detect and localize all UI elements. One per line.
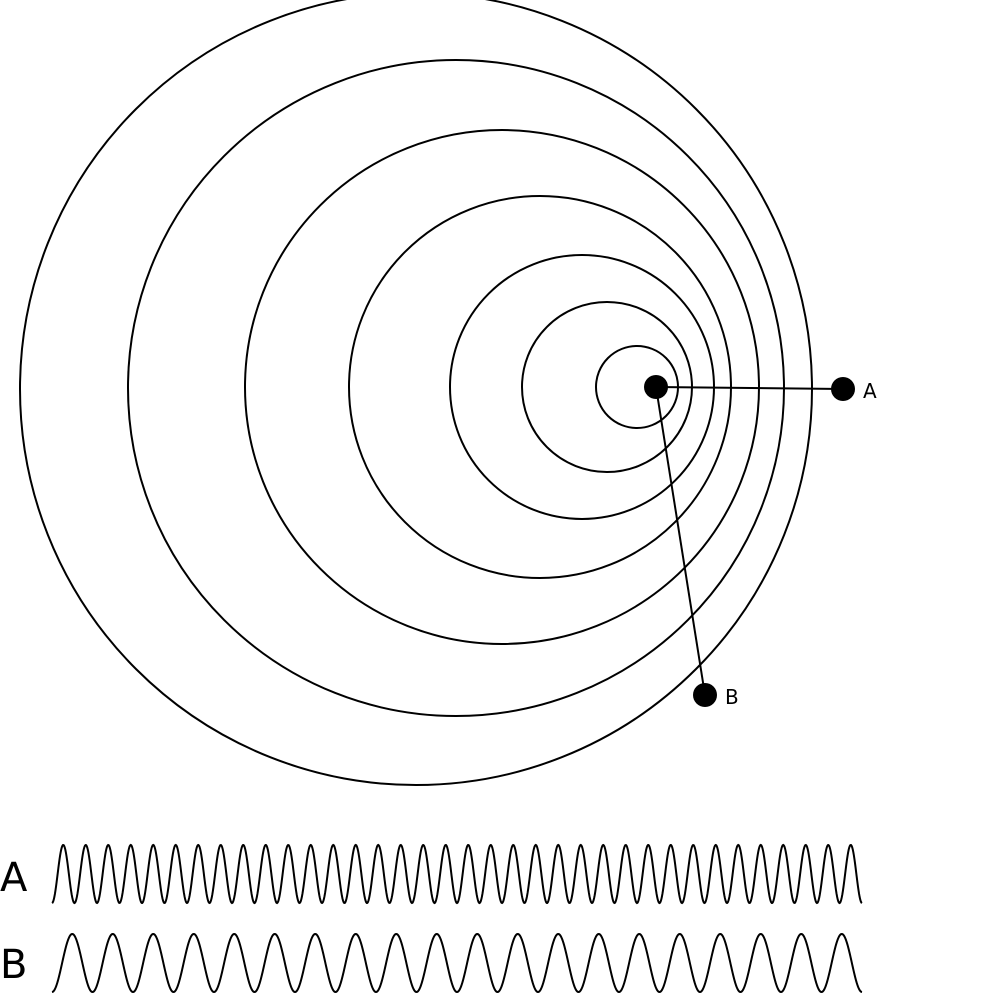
wave-a-label: A [0, 855, 28, 901]
wave-b-label: B [0, 942, 27, 988]
line-to-point-a [655, 386, 844, 390]
point-a-dot [831, 377, 855, 401]
wave-b-trace [51, 932, 863, 994]
point-b-dot [693, 683, 717, 707]
point-b-label: B [725, 685, 739, 709]
point-a-label: A [863, 379, 877, 403]
line-to-point-b [655, 386, 706, 696]
wavefront-ring-3 [244, 129, 760, 645]
wavefront-rings [19, 0, 813, 786]
wavefront-ring-1 [19, 0, 813, 786]
wave-a-trace [51, 843, 863, 905]
source-dot [644, 375, 668, 399]
